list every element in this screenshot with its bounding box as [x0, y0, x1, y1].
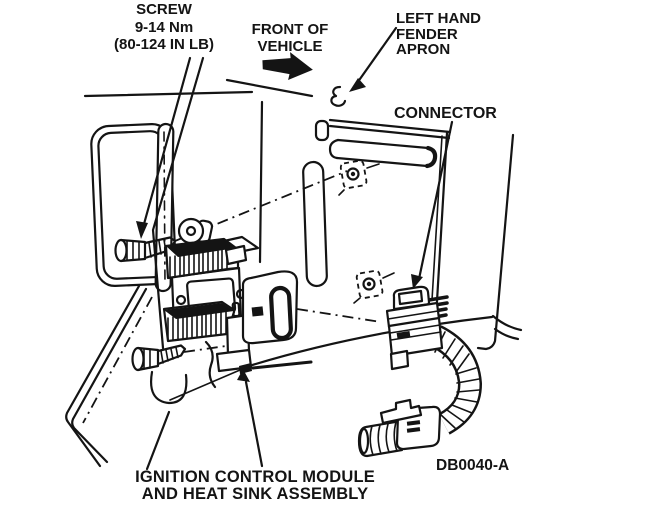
lower-clip-nut: [353, 269, 395, 304]
harness-connector-upper: [385, 285, 449, 371]
fender-apron-top-edge: [83, 78, 347, 264]
connector-leader-arrow: [411, 120, 454, 289]
ignition-module-label: IGNITION CONTROL MODULE AND HEAT SINK AS…: [110, 469, 400, 502]
figure-code-label: DB0040-A: [436, 457, 510, 474]
front-label-line1: FRONT OF: [251, 21, 329, 38]
harness-connector-lower: [357, 398, 442, 458]
lower-screw-centerline: [183, 345, 227, 353]
screw-label: SCREW 9-14 Nm (80-124 IN LB): [88, 1, 240, 54]
lower-mounting-screw: [131, 344, 187, 372]
fender-label-line2: FENDER: [396, 25, 458, 43]
screw-washer: [177, 217, 214, 245]
screw-label-line1: SCREW: [136, 1, 192, 18]
fender-apron-label: LEFT HAND FENDER APRON: [396, 11, 516, 58]
ignition-label-line2: AND HEAT SINK ASSEMBLY: [141, 484, 369, 503]
panel-lower-sweep: [247, 315, 494, 370]
fender-label-line3: APRON: [396, 41, 451, 58]
wiring-conduit: [430, 325, 483, 435]
ignition-module-leader-lines: [145, 369, 264, 471]
screw-label-line2: 9-14 Nm: [134, 18, 194, 36]
front-direction-arrow: [262, 52, 313, 81]
fender-apron-right-edge: [431, 131, 523, 351]
fender-apron-bottom-corner: [65, 284, 241, 468]
screw-label-line3: (80-124 IN LB): [113, 36, 215, 53]
mounting-bracket-slot: [314, 118, 452, 169]
upper-mounting-screw: [114, 236, 177, 263]
fender-apron-leader-arrow: [349, 26, 398, 92]
front-of-vehicle-label: FRONT OF VEHICLE: [238, 21, 342, 55]
upper-clip-nut: [338, 159, 380, 196]
ignition-label-line1: IGNITION CONTROL MODULE: [135, 468, 375, 486]
fender-label-line1: LEFT HAND: [396, 10, 481, 27]
screw-leader-lines: [136, 56, 205, 350]
connector-label: CONNECTOR: [394, 105, 497, 122]
connector-centerline: [296, 308, 382, 323]
module-connector-shroud: [241, 270, 299, 345]
front-label-line2: VEHICLE: [257, 37, 323, 55]
